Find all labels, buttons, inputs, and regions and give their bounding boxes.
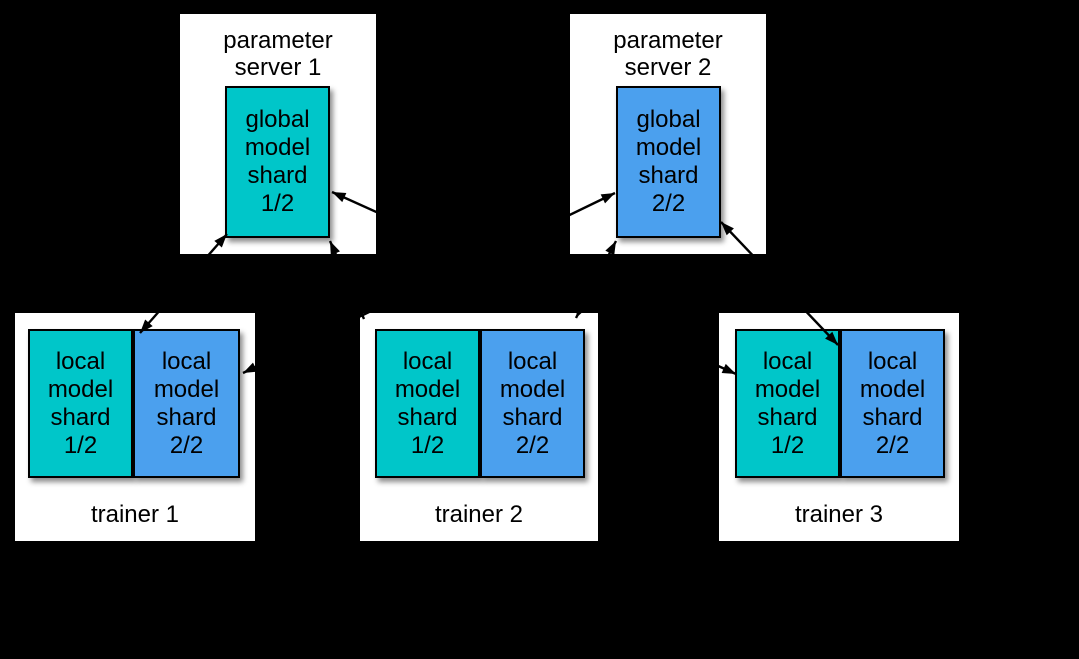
trainer-1-local-shard-1-box: local model shard 1/2 — [28, 329, 133, 478]
trainer-3-local-shard-1-label: local model shard 1/2 — [754, 347, 821, 459]
trainer-1-label: trainer 1 — [90, 501, 180, 528]
parameter-server-2-label: parameter server 2 — [613, 27, 723, 81]
trainer-1-box: local model shard 1/2 local model shard … — [15, 313, 255, 541]
global-model-shard-1-box: global model shard 1/2 — [225, 86, 330, 238]
trainer-2-box: local model shard 1/2 local model shard … — [360, 313, 598, 541]
global-model-shard-1-label: global model shard 1/2 — [244, 106, 311, 217]
trainer-3-local-shard-2-label: local model shard 2/2 — [859, 347, 926, 459]
trainer-3-local-shard-1-box: local model shard 1/2 — [735, 329, 840, 478]
trainer-1-local-shard-2-box: local model shard 2/2 — [133, 329, 240, 478]
trainer-2-local-shard-1-box: local model shard 1/2 — [375, 329, 480, 478]
trainer-2-local-shard-2-box: local model shard 2/2 — [480, 329, 585, 478]
trainer-1-local-shard-1-label: local model shard 1/2 — [47, 347, 114, 459]
parameter-server-1-label: parameter server 1 — [223, 27, 333, 81]
parameter-server-1-box: parameter server 1 global model shard 1/… — [180, 14, 376, 254]
trainer-3-box: local model shard 1/2 local model shard … — [719, 313, 959, 541]
trainer-2-local-shard-2-label: local model shard 2/2 — [499, 347, 566, 459]
trainer-3-local-shard-2-box: local model shard 2/2 — [840, 329, 945, 478]
trainer-2-local-shard-1-label: local model shard 1/2 — [394, 347, 461, 459]
trainer-2-label: trainer 2 — [434, 501, 524, 528]
trainer-1-local-shard-2-label: local model shard 2/2 — [153, 347, 220, 459]
trainer-3-label: trainer 3 — [794, 501, 884, 528]
global-model-shard-2-label: global model shard 2/2 — [635, 106, 702, 217]
global-model-shard-2-box: global model shard 2/2 — [616, 86, 721, 238]
parameter-server-2-box: parameter server 2 global model shard 2/… — [570, 14, 766, 254]
